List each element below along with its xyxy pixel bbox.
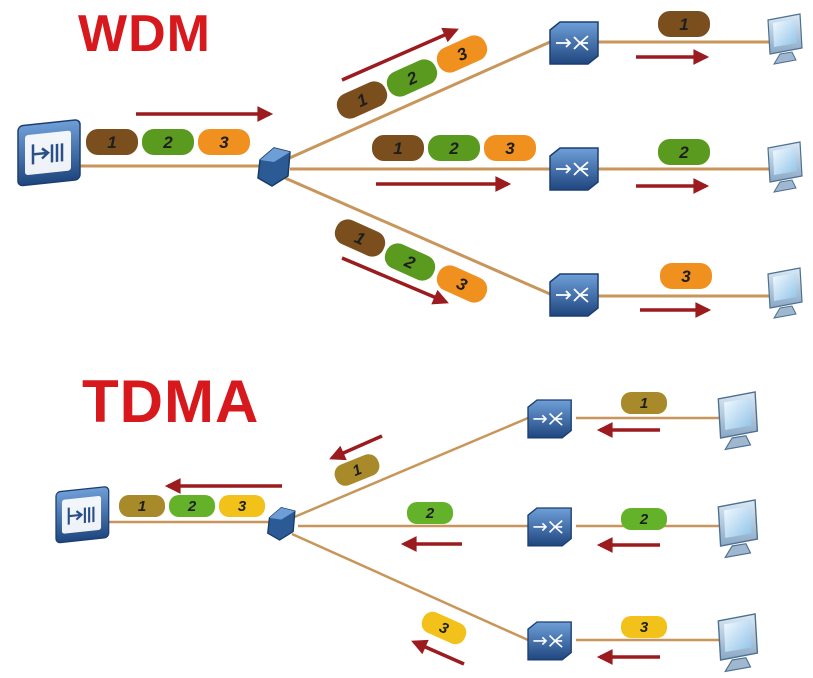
wdm-branch-fiber-bottom xyxy=(284,176,551,296)
wdm-splitter-icon xyxy=(257,147,291,187)
wdm-trunk-channel-1-label: 1 xyxy=(107,133,116,152)
wdm-computer-icon-2 xyxy=(767,141,803,193)
tdma-splitter-icon xyxy=(267,507,296,541)
tdma-branch-fiber-bottom xyxy=(291,532,529,642)
tdma-drop-slot-3-label: 3 xyxy=(640,619,649,636)
tdma-onu-icon-2 xyxy=(527,507,572,547)
wdm-branch-fiber-top xyxy=(284,40,551,162)
tdma-drop-slot-3: 3 xyxy=(621,616,667,638)
wdm-middle-channel-1: 1 xyxy=(372,135,424,161)
tdma-branch-fiber-top xyxy=(291,416,529,520)
wdm-middle-channel-3-label: 3 xyxy=(505,139,515,158)
tdma-onu-icon-3 xyxy=(527,621,572,661)
tdma-fibers xyxy=(90,416,720,642)
tdma-branch-arrow-bottom xyxy=(411,639,465,666)
direction-arrows xyxy=(136,27,712,666)
wdm-onu-icon-3 xyxy=(549,273,599,317)
wdm-middle-channel-3: 3 xyxy=(484,135,536,161)
tdma-computer-icon-2 xyxy=(717,499,759,559)
tdma-drop-slot-1: 1 xyxy=(621,392,667,414)
tdma-middle-slot-2-label: 2 xyxy=(425,505,435,522)
wdm-trunk-channel-2: 2 xyxy=(142,129,194,155)
wdm-trunk-channel-3: 3 xyxy=(198,129,250,155)
tdma-trunk-slot-2-label: 2 xyxy=(187,498,197,515)
tdma-bottom-slot-3: 3 xyxy=(421,611,467,645)
wdm-fibers xyxy=(80,40,770,298)
wdm-branch-arrow-bottom xyxy=(341,256,449,305)
wdm-drop-channel-3: 3 xyxy=(660,263,712,289)
tdma-title: TDMA xyxy=(82,368,260,435)
wdm-bottom-channel-2: 2 xyxy=(384,243,436,281)
tdma-drop-slot-1-label: 1 xyxy=(640,395,648,412)
wdm-top-channel-3: 3 xyxy=(436,35,488,73)
wdm-computer-icon-3 xyxy=(767,267,803,319)
wdm-top-channel-2: 2 xyxy=(386,59,438,97)
wdm-bottom-channel-1: 1 xyxy=(334,219,386,257)
wdm-drop-channel-2-label: 2 xyxy=(678,143,689,162)
tdma-top-slot-1: 1 xyxy=(334,454,380,486)
wdm-title: WDM xyxy=(78,5,211,63)
wdm-top-channel-1: 1 xyxy=(336,81,388,119)
wdm-drop-channel-2: 2 xyxy=(658,139,710,165)
wdm-middle-channel-1-label: 1 xyxy=(393,139,402,158)
wdm-middle-channel-2: 2 xyxy=(428,135,480,161)
tdma-computer-icon-1 xyxy=(717,391,759,451)
wdm-computer-icon-1 xyxy=(767,13,803,65)
tdma-computer-icon-3 xyxy=(717,613,759,673)
tdma-trunk-slot-1-label: 1 xyxy=(138,498,146,515)
wdm-trunk-channel-2-label: 2 xyxy=(162,133,173,152)
wdm-middle-channel-2-label: 2 xyxy=(448,139,459,158)
wdm-olt-icon xyxy=(17,119,81,187)
wdm-onu-icon-1 xyxy=(549,21,599,65)
wdm-branch-arrow-top xyxy=(341,27,459,82)
tdma-branch-arrow-top xyxy=(329,434,383,461)
tdma-olt-icon xyxy=(55,486,110,544)
tdma-trunk-slot-3: 3 xyxy=(219,495,265,517)
tdma-drop-slot-2-label: 2 xyxy=(639,511,649,528)
tdma-trunk-slot-2: 2 xyxy=(169,495,215,517)
wdm-drop-channel-1-label: 1 xyxy=(679,15,688,34)
wdm-trunk-channel-3-label: 3 xyxy=(219,133,229,152)
tdma-trunk-slot-1: 1 xyxy=(119,495,165,517)
tdma-drop-slot-2: 2 xyxy=(621,508,667,530)
wdm-bottom-channel-3: 3 xyxy=(436,265,488,303)
wdm-drop-channel-3-label: 3 xyxy=(681,267,691,286)
tdma-middle-slot-2: 2 xyxy=(407,502,453,524)
wdm-trunk-channel-1: 1 xyxy=(86,129,138,155)
tdma-onu-icon-1 xyxy=(527,399,572,439)
tdma-trunk-slot-3-label: 3 xyxy=(238,498,247,515)
wdm-drop-channel-1: 1 xyxy=(658,11,710,37)
wdm-onu-icon-2 xyxy=(549,147,599,191)
